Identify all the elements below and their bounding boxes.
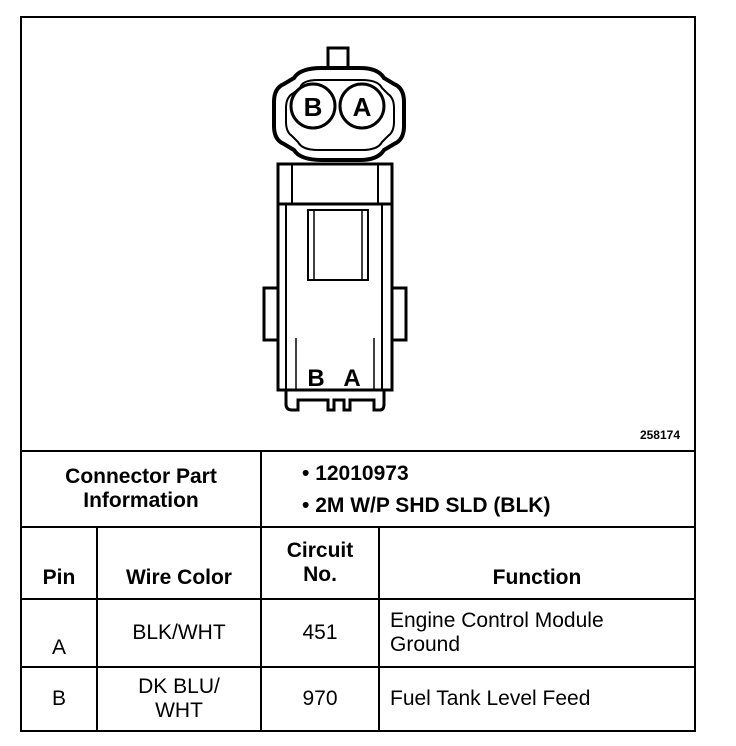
connector-info-label-line1: Connector Part	[65, 465, 217, 488]
row-a-function: Engine Control Module Ground	[390, 600, 690, 666]
divider-row-a-row-b	[22, 666, 694, 668]
row-b-function: Fuel Tank Level Feed	[390, 687, 591, 710]
side-pin-label-b: B	[307, 365, 324, 392]
connector-info-item: • 2M W/P SHD SLD (BLK)	[302, 494, 551, 517]
connector-info-label-line2: Information	[83, 489, 199, 512]
connector-info-item: • 12010973	[302, 462, 409, 485]
header-function: Function	[492, 566, 582, 589]
face-pin-label-b: B	[304, 92, 323, 122]
divider-header-row-a	[22, 598, 694, 600]
row-b-pin: B	[51, 687, 66, 710]
connector-diagram-frame: B A B A 258174 Connector Par	[20, 16, 696, 732]
side-pin-label-a: A	[343, 365, 360, 392]
row-a-wire-color: BLK/WHT	[132, 621, 226, 644]
row-b-wire-color-line2: WHT	[155, 699, 203, 722]
row-a-function-line2: Ground	[390, 633, 461, 656]
divider-circuit-col	[378, 526, 380, 730]
connector-illustration: B A B A	[262, 46, 408, 412]
connector-face-view	[272, 46, 406, 162]
face-pin-label-a: A	[353, 92, 372, 122]
pin-b-circle	[289, 82, 337, 130]
divider-info-label	[260, 450, 262, 526]
row-b-wire-color-line1: DK BLU/	[138, 675, 220, 698]
divider-pin-col	[96, 526, 98, 730]
header-circuit-line2: No.	[303, 563, 337, 586]
pin-a-circle	[338, 82, 386, 130]
header-pin: Pin	[42, 566, 76, 589]
connector-side-view	[262, 162, 408, 412]
connector-info-label: Connector Part Information	[22, 452, 260, 526]
divider-info-header	[22, 526, 694, 528]
row-a-circuit: 451	[302, 621, 338, 644]
row-a-function-line1: Engine Control Module	[390, 609, 604, 632]
row-a-pin: A	[51, 636, 66, 659]
figure-number: 258174	[639, 428, 680, 442]
divider-wire-col	[260, 526, 262, 730]
header-circuit-no: Circuit No.	[262, 528, 378, 598]
header-wire-color: Wire Color	[126, 566, 232, 589]
header-circuit-line1: Circuit	[286, 539, 354, 562]
row-b-wire-color: DK BLU/ WHT	[98, 668, 260, 730]
connector-info-items: • 12010973 • 2M W/P SHD SLD (BLK)	[302, 458, 550, 522]
row-b-circuit: 970	[302, 687, 338, 710]
divider-diagram-table	[22, 450, 694, 452]
